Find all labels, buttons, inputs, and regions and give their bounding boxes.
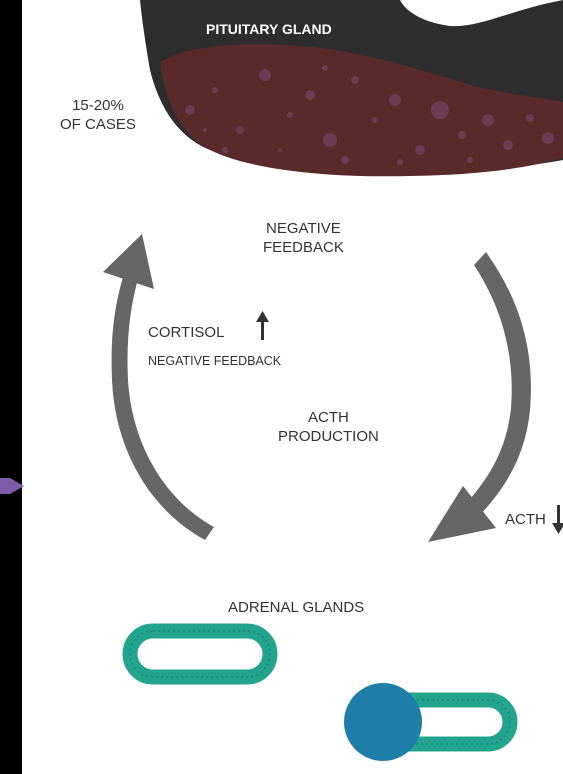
negative-feedback-line1: NEGATIVE	[263, 219, 344, 238]
negative-feedback-label: NEGATIVE FEEDBACK	[263, 219, 344, 257]
cases-percentage-label: 15-20% OF CASES	[60, 96, 136, 134]
adrenal-tumor-circle	[344, 683, 422, 761]
left-frame-strip	[0, 0, 22, 774]
negative-feedback-line2: FEEDBACK	[263, 238, 344, 257]
cases-line1: 15-20%	[60, 96, 136, 115]
cortisol-label: CORTISOL	[148, 323, 224, 342]
cortisol-negative-feedback-label: NEGATIVE FEEDBACK	[148, 352, 281, 371]
acth-production-label: ACTH PRODUCTION	[278, 408, 379, 446]
acth-production-line1: ACTH	[278, 408, 379, 427]
pituitary-gland-label: PITUITARY GLAND	[206, 20, 332, 39]
acth-label: ACTH	[505, 510, 546, 529]
cases-line2: OF CASES	[60, 115, 136, 134]
adrenal-glands-label: ADRENAL GLANDS	[228, 598, 364, 617]
acth-production-line2: PRODUCTION	[278, 427, 379, 446]
